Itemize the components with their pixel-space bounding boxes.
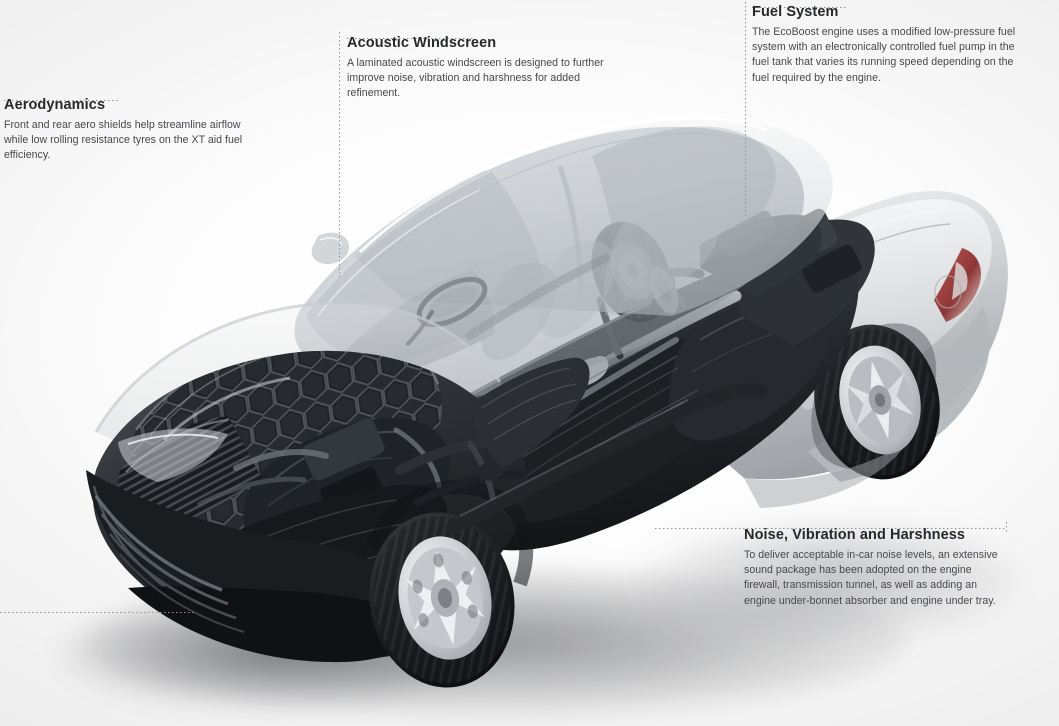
leader-line-nvh-vertical: [1006, 522, 1007, 534]
front-bumper: [86, 470, 432, 660]
rear-wheel: [814, 324, 940, 480]
fuel-tank: [669, 291, 833, 441]
headlamp: [118, 428, 228, 482]
engine-bay: [92, 350, 528, 639]
cabin-greenhouse: [294, 116, 833, 400]
annotation-title-fuel-system: Fuel System: [752, 4, 839, 20]
front-aero-shield: [128, 586, 411, 663]
annotation-fuel-system: Fuel System The EcoBoost engine uses a m…: [752, 4, 1024, 86]
wing-mirror: [311, 232, 350, 265]
rear-lower-edge: [744, 442, 908, 508]
a-pillar: [300, 167, 487, 314]
annotation-body-nvh: To deliver acceptable in-car noise level…: [744, 548, 998, 607]
annotation-noise-vibration-harshness: Noise, Vibration and Harshness To delive…: [744, 527, 1006, 609]
annotation-title-nvh: Noise, Vibration and Harshness: [744, 527, 966, 543]
engine-block: [243, 417, 450, 570]
under-bonnet-absorber: [129, 350, 443, 534]
annotation-title-acoustic-windscreen: Acoustic Windscreen: [347, 35, 497, 51]
front-subframe: [395, 357, 769, 535]
chassis-and-drivetrain: [403, 208, 875, 551]
front-alloy-wheel: [398, 536, 492, 660]
taillight: [934, 248, 982, 322]
rear-seat: [603, 205, 720, 316]
annotation-body-fuel-system: The EcoBoost engine uses a modified low-…: [752, 25, 1016, 84]
cabin-interior: [344, 205, 720, 384]
front-end: [86, 301, 528, 663]
front-grille: [94, 494, 245, 634]
rear-wheel-cutaway: [591, 221, 679, 323]
acoustic-windscreen: [306, 172, 548, 368]
car-rear-body: [700, 191, 1008, 482]
annotation-body-acoustic-windscreen: A laminated acoustic windscreen is desig…: [347, 56, 604, 100]
rocker-sill: [445, 382, 769, 535]
propshaft: [497, 337, 679, 449]
exhaust-pipe: [590, 290, 742, 374]
annotation-acoustic-windscreen: Acoustic Windscreen A laminated acoustic…: [347, 35, 609, 102]
engine-firewall: [470, 357, 590, 468]
glass-greenhouse: [294, 126, 805, 400]
engine-under-tray: [166, 484, 447, 635]
steering-wheel: [416, 276, 488, 328]
radiator-pack: [118, 416, 262, 538]
exhaust-silencer: [567, 357, 609, 387]
front-wheel-shadow: [60, 600, 480, 708]
leader-line-fuel-vertical: [745, 2, 746, 216]
rear-alloy-wheel: [839, 345, 921, 455]
leader-line-windscreen-vertical: [339, 32, 340, 277]
rear-suspension: [596, 259, 720, 360]
front-wheel: [365, 479, 534, 688]
front-seat: [481, 262, 557, 360]
annotation-body-aerodynamics: Front and rear aero shields help streaml…: [4, 118, 243, 162]
annotation-title-aerodynamics: Aerodynamics: [4, 97, 106, 113]
annotation-aerodynamics: Aerodynamics Front and rear aero shields…: [4, 97, 266, 164]
leader-line-aerodynamics-lower: [0, 612, 196, 613]
